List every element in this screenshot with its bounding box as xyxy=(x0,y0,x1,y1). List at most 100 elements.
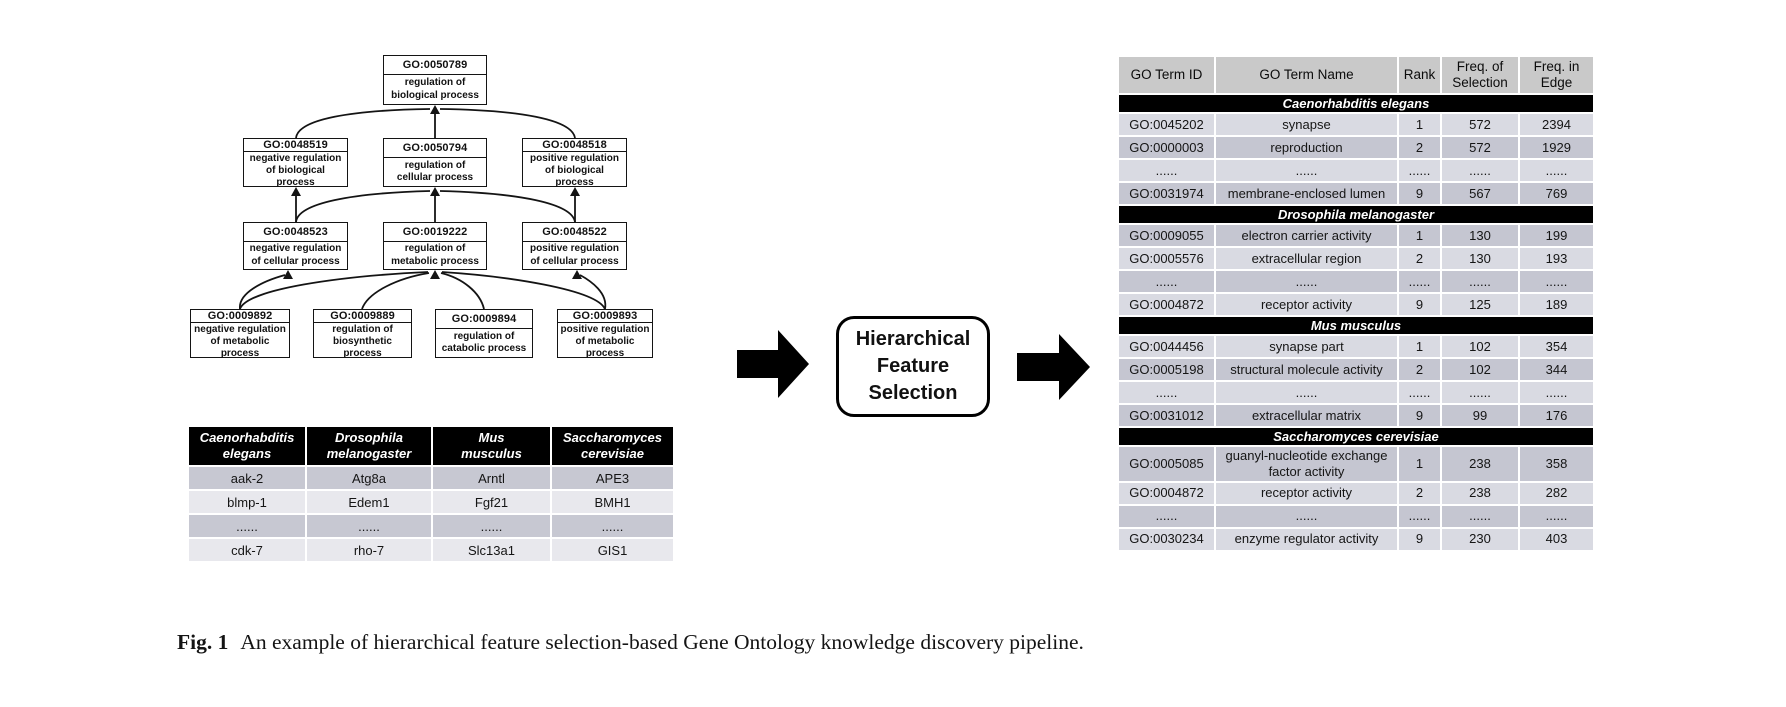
gene-table-column-header: Drosophila melanogaster xyxy=(307,427,431,465)
results-column-header: GO Term Name xyxy=(1216,57,1397,94)
go-name: positive regulation of biological proces… xyxy=(530,153,619,189)
species-section-row: Caenorhabditis elegans xyxy=(1119,95,1593,113)
results-column-header: Freq. in Edge xyxy=(1520,57,1593,94)
go-name: negative regulation of cellular process xyxy=(249,243,342,267)
results-cell: 403 xyxy=(1520,528,1593,550)
species-section-row: Drosophila melanogaster xyxy=(1119,206,1593,224)
go-id: GO:0019222 xyxy=(384,223,486,242)
gene-cell: Atg8a xyxy=(307,467,431,489)
results-cell: ...... xyxy=(1216,505,1397,527)
gene-cell: ...... xyxy=(307,515,431,537)
results-cell: ...... xyxy=(1119,382,1214,404)
results-cell: 1 xyxy=(1399,447,1440,481)
gene-cell: rho-7 xyxy=(307,539,431,561)
species-bar: Saccharomyces cerevisiae xyxy=(1119,428,1593,446)
results-cell: structural molecule activity xyxy=(1216,359,1397,381)
species-section-row: Saccharomyces cerevisiae xyxy=(1119,428,1593,446)
results-cell: 2 xyxy=(1399,137,1440,159)
results-cell: GO:0009055 xyxy=(1119,225,1214,247)
results-column-header: Freq. of Selection xyxy=(1442,57,1518,94)
results-row: .............................. xyxy=(1119,271,1593,293)
results-cell: 2394 xyxy=(1520,114,1593,136)
results-cell: 125 xyxy=(1442,294,1518,316)
edge xyxy=(439,108,576,139)
go-id: GO:0009893 xyxy=(558,310,652,323)
results-cell: 193 xyxy=(1520,248,1593,270)
edge xyxy=(440,272,485,310)
results-cell: ...... xyxy=(1216,382,1397,404)
results-cell: 1 xyxy=(1399,336,1440,358)
gene-cell: cdk-7 xyxy=(189,539,305,561)
results-cell: ...... xyxy=(1442,271,1518,293)
results-cell: 130 xyxy=(1442,248,1518,270)
go-name: positive regulation of metabolic process xyxy=(560,324,650,360)
go-term-node: GO:0048523 negative regulation of cellul… xyxy=(243,222,348,270)
results-cell: ...... xyxy=(1119,271,1214,293)
results-cell: 1929 xyxy=(1520,137,1593,159)
species-bar: Drosophila melanogaster xyxy=(1119,206,1593,224)
gene-cell: ...... xyxy=(552,515,673,537)
results-cell: enzyme regulator activity xyxy=(1216,528,1397,550)
go-id: GO:0009894 xyxy=(436,310,532,329)
results-cell: GO:0031012 xyxy=(1119,405,1214,427)
go-id: GO:0050789 xyxy=(384,56,486,75)
results-cell: GO:0005576 xyxy=(1119,248,1214,270)
results-cell: 189 xyxy=(1520,294,1593,316)
results-cell: ...... xyxy=(1216,271,1397,293)
go-term-node: GO:0050789 regulation of biological proc… xyxy=(383,55,487,105)
go-id: GO:0009892 xyxy=(191,310,289,323)
flow-arrow-icon xyxy=(1017,334,1090,400)
results-cell: ...... xyxy=(1399,271,1440,293)
go-term-node: GO:0048522 positive regulation of cellul… xyxy=(522,222,627,270)
results-cell: 102 xyxy=(1442,359,1518,381)
go-id: GO:0050794 xyxy=(384,139,486,158)
go-id: GO:0048519 xyxy=(244,139,347,152)
go-term-node: GO:0048518 positive regulation of biolog… xyxy=(522,138,627,188)
results-cell: synapse xyxy=(1216,114,1397,136)
gene-cell: Edem1 xyxy=(307,491,431,513)
results-cell: GO:0004872 xyxy=(1119,482,1214,504)
results-cell: 344 xyxy=(1520,359,1593,381)
results-cell: guanyl-nucleotide exchange factor activi… xyxy=(1216,447,1397,481)
results-column-header: Rank xyxy=(1399,57,1440,94)
results-cell: GO:0045202 xyxy=(1119,114,1214,136)
results-cell: ...... xyxy=(1520,271,1593,293)
go-id: GO:0048518 xyxy=(523,139,626,152)
results-cell: 230 xyxy=(1442,528,1518,550)
gene-cell: aak-2 xyxy=(189,467,305,489)
gene-cell: APE3 xyxy=(552,467,673,489)
gene-cell: ...... xyxy=(189,515,305,537)
results-cell: ...... xyxy=(1442,160,1518,182)
results-cell: 1 xyxy=(1399,114,1440,136)
gene-cell: BMH1 xyxy=(552,491,673,513)
results-cell: membrane-enclosed lumen xyxy=(1216,183,1397,205)
results-cell: 9 xyxy=(1399,183,1440,205)
go-term-node: GO:0009892 negative regulation of metabo… xyxy=(190,309,290,359)
results-cell: GO:0005198 xyxy=(1119,359,1214,381)
go-name: regulation of metabolic process xyxy=(391,243,479,267)
results-cell: 176 xyxy=(1520,405,1593,427)
go-term-node: GO:0048519 negative regulation of biolog… xyxy=(243,138,348,188)
results-cell: ...... xyxy=(1520,382,1593,404)
results-cell: ...... xyxy=(1442,382,1518,404)
results-cell: 238 xyxy=(1442,482,1518,504)
results-cell: 572 xyxy=(1442,137,1518,159)
edge xyxy=(441,271,606,310)
go-id: GO:0048523 xyxy=(244,223,347,242)
results-cell: 1 xyxy=(1399,225,1440,247)
results-cell: 2 xyxy=(1399,482,1440,504)
edge xyxy=(239,271,429,310)
results-cell: ...... xyxy=(1399,160,1440,182)
